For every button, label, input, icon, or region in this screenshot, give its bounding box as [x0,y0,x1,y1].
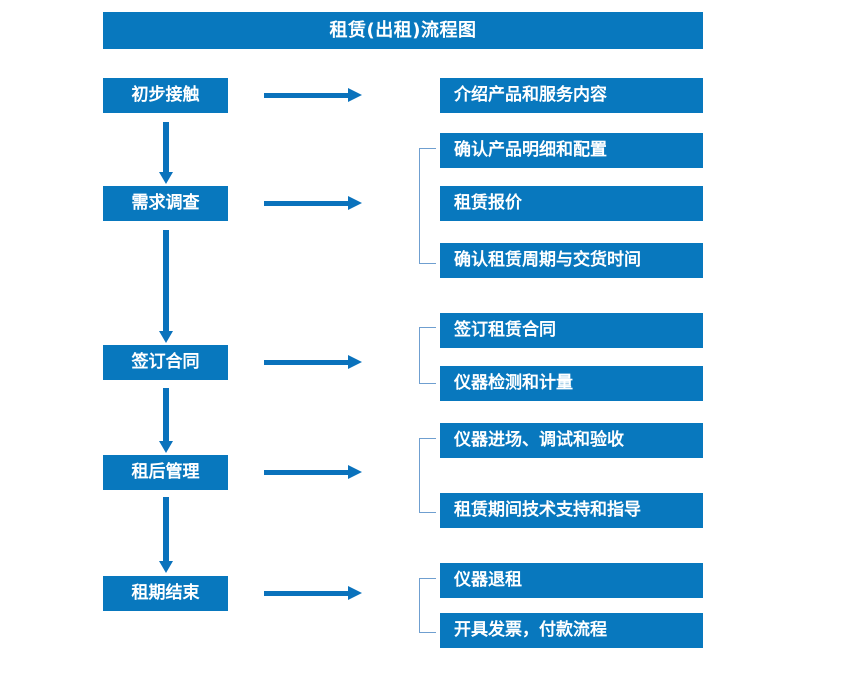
stage-box-2[interactable]: 需求调查 [103,186,228,221]
arrow-head [348,196,362,210]
stage-box-4[interactable]: 租后管理 [103,455,228,490]
detail-box-9[interactable]: 仪器退租 [440,563,703,598]
flow-arrow-down-4 [159,497,173,573]
group-bracket-3 [419,327,436,384]
arrow-head [159,561,173,573]
detail-box-6[interactable]: 仪器检测和计量 [440,366,703,401]
arrow-head [348,355,362,369]
chart-title-banner: 租赁(出租)流程图 [103,12,703,49]
stage-label: 需求调查 [131,193,200,213]
group-bracket-2 [419,148,436,264]
arrow-shaft [264,470,350,475]
detail-box-3[interactable]: 租赁报价 [440,186,703,221]
detail-box-10[interactable]: 开具发票，付款流程 [440,613,703,648]
flow-arrow-down-2 [159,230,173,343]
flow-arrow-right-5 [264,586,362,600]
arrow-shaft [264,201,350,206]
arrow-head [348,465,362,479]
flow-arrow-right-2 [264,196,362,210]
arrow-shaft [264,93,350,98]
arrow-head [159,331,173,343]
detail-label: 确认租赁周期与交货时间 [454,250,641,270]
flow-arrow-down-1 [159,122,173,184]
detail-label: 仪器进场、调试和验收 [454,430,624,450]
stage-label: 租期结束 [131,583,200,603]
detail-box-2[interactable]: 确认产品明细和配置 [440,133,703,168]
arrow-shaft [264,360,350,365]
arrow-shaft [163,122,169,172]
flow-arrow-right-1 [264,88,362,102]
flow-arrow-right-3 [264,355,362,369]
stage-label: 签订合同 [131,352,200,372]
arrow-head [348,586,362,600]
group-bracket-4 [419,438,436,513]
detail-box-8[interactable]: 租赁期间技术支持和指导 [440,493,703,528]
arrow-shaft [163,388,169,441]
detail-label: 仪器检测和计量 [454,373,573,393]
detail-label: 开具发票，付款流程 [454,620,607,640]
detail-box-5[interactable]: 签订租赁合同 [440,313,703,348]
group-bracket-5 [419,578,436,633]
arrow-head [159,441,173,453]
detail-label: 租赁期间技术支持和指导 [454,500,641,520]
detail-label: 签订租赁合同 [454,320,556,340]
stage-box-1[interactable]: 初步接触 [103,78,228,113]
detail-label: 租赁报价 [454,193,522,213]
stage-box-3[interactable]: 签订合同 [103,345,228,380]
detail-box-1[interactable]: 介绍产品和服务内容 [440,78,703,113]
detail-label: 仪器退租 [454,570,522,590]
detail-box-7[interactable]: 仪器进场、调试和验收 [440,423,703,458]
arrow-shaft [163,230,169,331]
detail-box-4[interactable]: 确认租赁周期与交货时间 [440,243,703,278]
detail-label: 确认产品明细和配置 [454,140,607,160]
detail-label: 介绍产品和服务内容 [454,85,607,105]
arrow-shaft [264,591,350,596]
flow-arrow-down-3 [159,388,173,453]
flow-arrow-right-4 [264,465,362,479]
arrow-shaft [163,497,169,561]
page-title: 租赁(出租)流程图 [329,19,477,41]
arrow-head [159,172,173,184]
stage-box-5[interactable]: 租期结束 [103,576,228,611]
stage-label: 租后管理 [131,462,200,482]
stage-label: 初步接触 [131,85,200,105]
arrow-head [348,88,362,102]
